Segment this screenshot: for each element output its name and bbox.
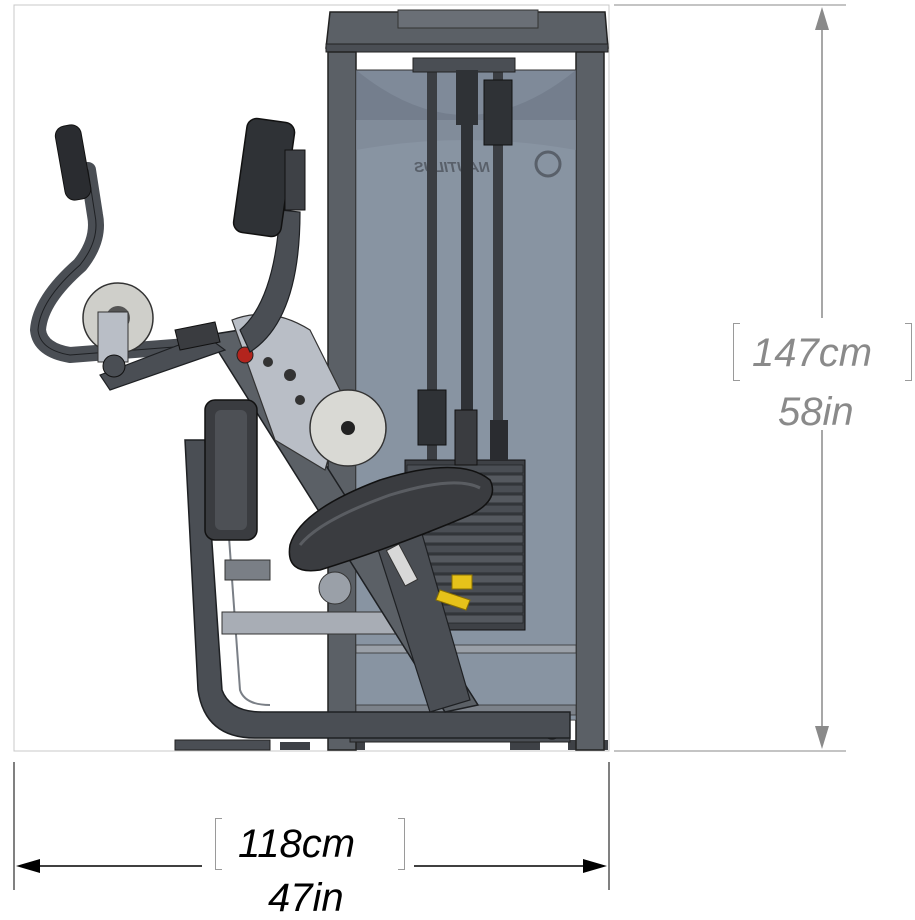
height-bracket-right [905,323,912,381]
machine-bounding-box [13,4,610,752]
width-imperial-label: 47in [268,876,344,920]
height-imperial-label: 58in [778,390,854,434]
back-pad [204,399,258,541]
guide-rods [412,57,516,470]
width-arrow-right [583,859,607,873]
handle-grip [54,124,92,201]
width-arrow-left [16,859,40,873]
height-bracket-left [733,323,740,381]
arm-handle-assembly [30,117,306,391]
height-metric-label: 147cm [752,331,873,375]
main-frame [184,439,571,739]
tower-top-cap [325,9,609,53]
height-arrow-bottom [815,726,829,749]
width-metric-label: 118cm [238,822,356,866]
pivot-assembly [231,313,387,471]
height-dimension [614,4,846,752]
nautilus-logo: NAUTILUS [414,159,490,176]
height-arrow-top [815,7,829,30]
pop-pin-handle [435,589,471,611]
width-bracket-left [215,818,222,870]
width-bracket-right [398,818,405,870]
seat-pad [288,466,494,605]
width-dimension [13,762,610,890]
